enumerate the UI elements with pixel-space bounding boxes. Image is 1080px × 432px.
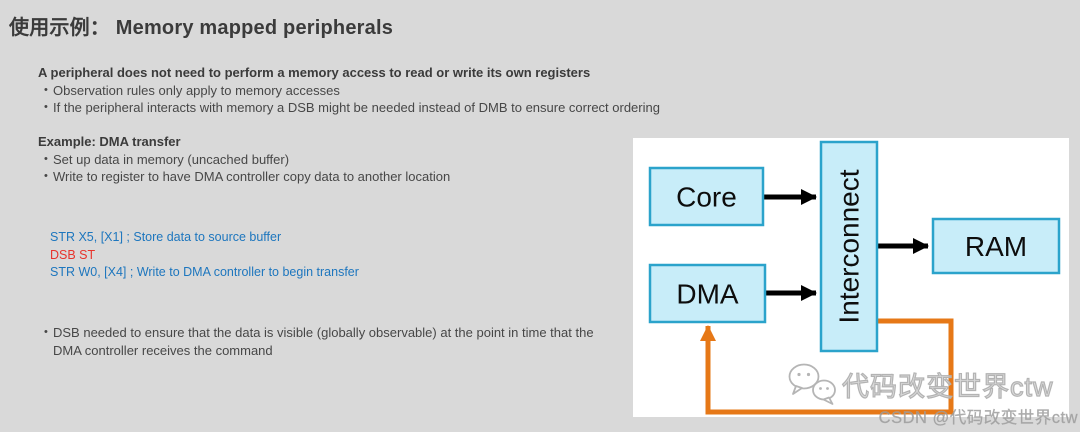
ram-node [931, 217, 1061, 275]
dma-label: DMA [676, 279, 739, 310]
list-item: • DSB needed to ensure that the data is … [38, 324, 600, 359]
block-diagram: Core DMA Interconnect RAM [648, 140, 1061, 415]
bullet-text: If the peripheral interacts with memory … [53, 100, 660, 115]
dma-node [648, 263, 767, 324]
intro-heading: A peripheral does not need to perform a … [38, 65, 591, 80]
watermark-csdn: CSDN @代码改变世界ctw [878, 409, 1078, 427]
interconnect-label: Interconnect [834, 169, 865, 323]
interconnect-node [819, 140, 879, 353]
list-item: • Set up data in memory (uncached buffer… [38, 151, 450, 169]
section-example: Example: DMA transfer • Set up data in m… [38, 133, 450, 186]
list-item: • Observation rules only apply to memory… [38, 82, 660, 100]
code-line: STR X5, [X1] ; Store data to source buff… [50, 230, 282, 244]
ram-label: RAM [965, 231, 1027, 262]
list-item: • Write to register to have DMA controll… [38, 168, 450, 186]
bullet-text: Observation rules only apply to memory a… [53, 82, 340, 98]
watermark-brand: 代码改变世界ctw [841, 371, 1054, 402]
bullet-marker: • [44, 152, 48, 165]
page-title: 使用示例： Memory mapped peripherals [9, 17, 394, 39]
code-line: DSB ST [50, 247, 96, 262]
wechat-icon [788, 363, 836, 405]
bullet-marker: • [44, 83, 48, 96]
bullet-marker: • [44, 101, 48, 113]
arrow-interconnect-to-dma-feedback [700, 318, 954, 415]
section-note: • DSB needed to ensure that the data is … [38, 324, 600, 359]
code-line: STR W0, [X4] ; Write to DMA controller t… [50, 265, 359, 280]
bullet-marker: • [44, 326, 48, 338]
bullet-text: DSB needed to ensure that the data is vi… [53, 325, 594, 358]
list-item: • If the peripheral interacts with memor… [38, 99, 660, 117]
diagram-panel: Core DMA Interconnect RAM [633, 138, 1069, 417]
example-heading: Example: DMA transfer [38, 134, 181, 149]
core-node [648, 166, 765, 227]
bullet-text: Write to register to have DMA controller… [53, 169, 451, 184]
watermark: 代码改变世界ctw CSDN @代码改变世界ctw [786, 362, 1078, 428]
section-intro: A peripheral does not need to perform a … [38, 64, 660, 117]
core-label: Core [676, 182, 737, 213]
bullet-text: Set up data in memory (uncached buffer) [53, 151, 290, 167]
code-block: STR X5, [X1] ; Store data to source buff… [50, 229, 359, 282]
bullet-marker: • [44, 170, 48, 182]
